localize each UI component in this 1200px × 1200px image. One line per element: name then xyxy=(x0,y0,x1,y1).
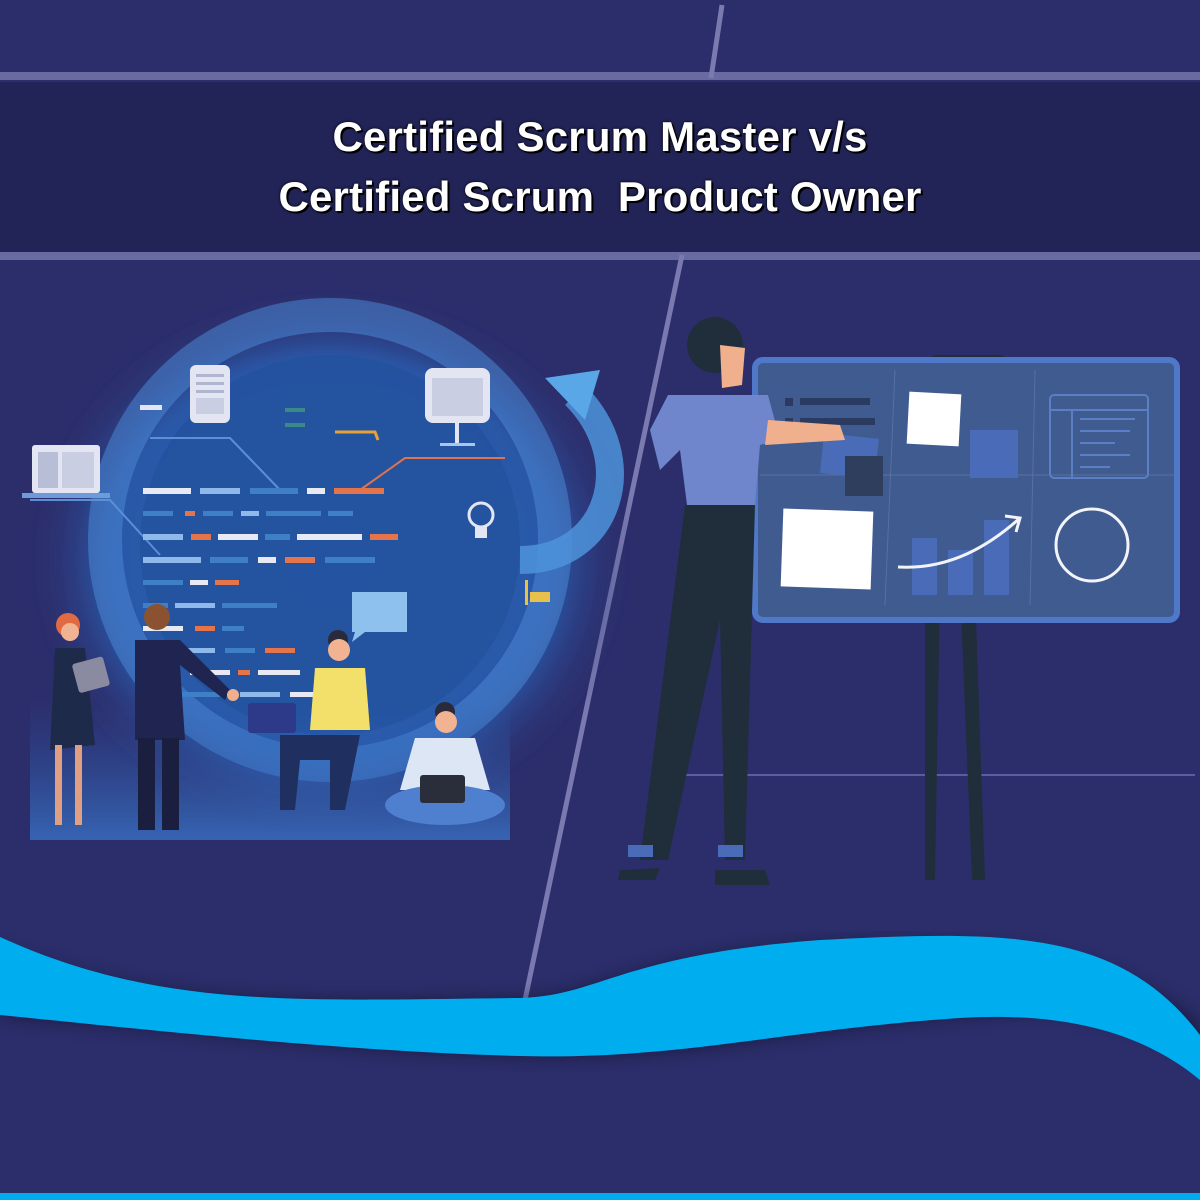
person-woman-tablet xyxy=(50,613,110,825)
top-divider-line xyxy=(0,72,1200,80)
laptop-icon xyxy=(22,445,110,498)
scrum-team-illustration xyxy=(22,290,630,840)
cycle-arrow-icon xyxy=(519,385,624,574)
sticky-note xyxy=(780,508,874,590)
person-yellow-shirt-laptop xyxy=(248,630,370,810)
presentation-board xyxy=(752,357,1180,623)
title-line-2: Certified Scrum Product Owner xyxy=(278,173,922,220)
monitor-icon xyxy=(425,368,490,446)
product-owner-illustration xyxy=(618,317,1195,885)
title-banner: Certified Scrum Master v/s Certified Scr… xyxy=(0,82,1200,252)
document-icon xyxy=(190,365,230,423)
lightbulb-icon xyxy=(467,501,495,538)
circle-icon xyxy=(1054,507,1130,583)
title-line-1: Certified Scrum Master v/s xyxy=(332,113,868,160)
person-man-at-board xyxy=(618,317,845,885)
laptop-icon xyxy=(248,703,296,733)
decorative-wave xyxy=(0,935,1200,1200)
person-sitting-laptop xyxy=(385,702,505,825)
chart-bars-icon xyxy=(525,580,550,605)
sync-arrows-icon xyxy=(285,408,305,427)
dash-mark xyxy=(140,405,162,410)
window-icon xyxy=(1049,394,1149,479)
chat-bubble-icon xyxy=(352,592,407,632)
bottom-accent-strip xyxy=(0,1193,1200,1200)
person-man-suit xyxy=(135,604,239,830)
bottom-divider-line xyxy=(0,252,1200,260)
growth-chart-icon xyxy=(897,514,1022,595)
cycle-arrowhead-icon xyxy=(545,370,600,420)
